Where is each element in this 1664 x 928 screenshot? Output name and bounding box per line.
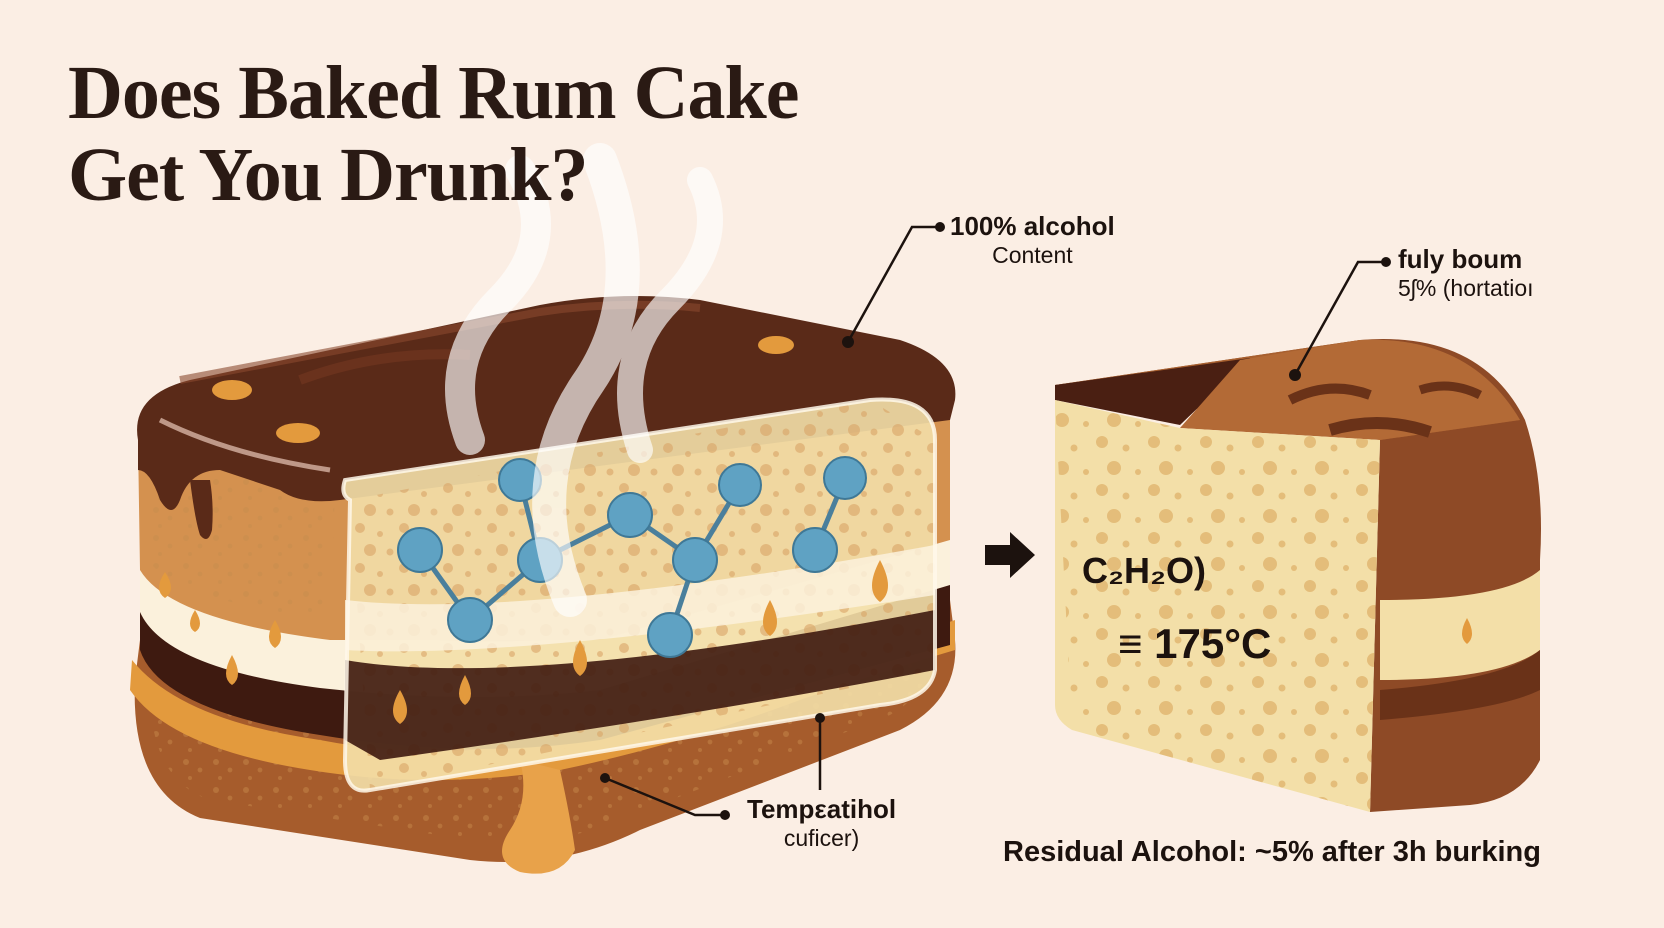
slice-formula: C₂H₂O)	[1082, 550, 1206, 591]
title-line-1: Does Baked Rum Cake	[68, 51, 799, 135]
residual-alcohol-note: Residual Alcohol: ~5% after 3h burking	[1003, 836, 1541, 868]
callout-bound-line-1: fuly boum	[1398, 244, 1523, 274]
slice-temperature: ≡ 175°C	[1118, 620, 1272, 667]
caramel-drip	[502, 760, 575, 874]
callout-fully-bound: fuly boum 5ʃ% (hortatioı	[1398, 244, 1534, 301]
arrow-icon	[985, 532, 1035, 578]
callout-alcohol-content: 100% alcohol Content	[950, 211, 1115, 268]
title-line-2: Get You Drunk?	[68, 133, 588, 217]
callout-alcohol-line-2: Content	[992, 241, 1073, 268]
callout-alcohol-line-1: 100% alcohol	[950, 211, 1115, 241]
callout-lines	[604, 225, 1386, 817]
callout-temperature: Tempεatihol cuficer)	[747, 794, 897, 851]
chocolate-layer	[140, 570, 950, 749]
rum-droplets	[159, 560, 888, 724]
callout-bound-line-2: 5ʃ% (hortatioı	[1398, 274, 1534, 301]
steam	[445, 143, 723, 617]
callout-temperature-line-1: Tempεatihol	[747, 794, 897, 824]
right-cake-slice	[1055, 339, 1541, 812]
left-cake	[130, 143, 956, 874]
cream-layer	[140, 530, 950, 698]
page-title: Does Baked Rum Cake Get You Drunk?	[68, 52, 799, 216]
ethanol-molecule	[397, 456, 867, 658]
callout-temperature-line-2: cuficer)	[783, 824, 860, 851]
